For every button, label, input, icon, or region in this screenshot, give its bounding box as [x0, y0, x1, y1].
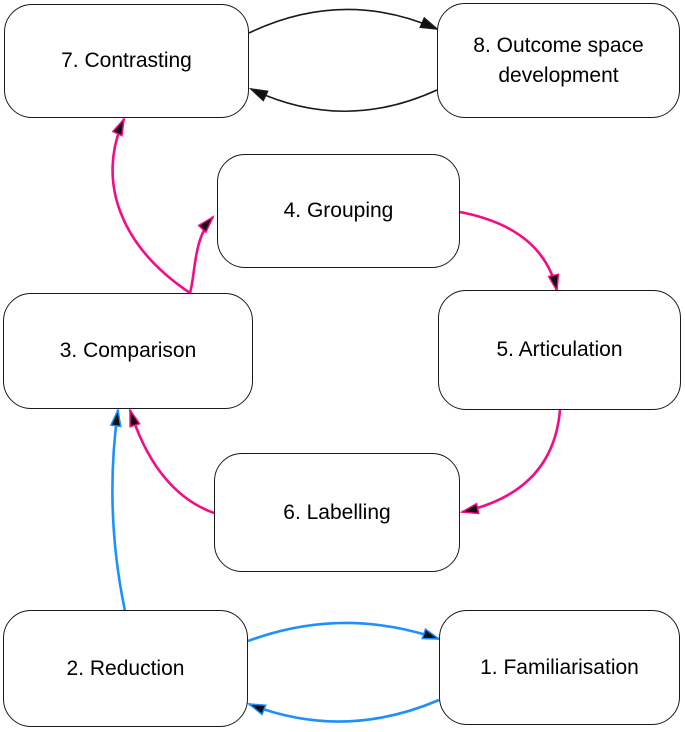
box-5-label: 5. Articulation [496, 338, 623, 362]
box-6-labelling: 6. Labelling [214, 453, 460, 572]
arrow-3-to-7 [111, 119, 191, 295]
arrow-6-to-3 [128, 410, 215, 515]
arrow-2-to-1 [247, 621, 439, 643]
box-3-comparison: 3. Comparison [3, 293, 253, 409]
arrow-5-to-6 [462, 409, 562, 512]
box-7-contrasting: 7. Contrasting [4, 4, 249, 118]
arrow-7-to-8 [248, 8, 437, 34]
box-6-label: 6. Labelling [283, 500, 391, 524]
arrow-8-to-7 [251, 89, 438, 112]
box-1-label: 1. Familiarisation [480, 655, 639, 679]
arrow-1-to-2 [249, 698, 440, 723]
box-8-label: 8. Outcome space development [473, 34, 644, 87]
box-1-familiarisation: 1. Familiarisation [439, 610, 680, 725]
box-2-label: 2. Reduction [66, 656, 185, 680]
box-3-label: 3. Comparison [59, 339, 197, 363]
box-2-reduction: 2. Reduction [3, 610, 248, 727]
arrow-3-to-4 [188, 217, 213, 294]
box-4-grouping: 4. Grouping [217, 154, 460, 268]
arrow-4-to-5 [459, 210, 557, 291]
box-5-articulation: 5. Articulation [438, 290, 681, 410]
box-4-label: 4. Grouping [283, 199, 394, 223]
box-7-label: 7. Contrasting [61, 49, 192, 73]
arrow-2-to-3 [112, 410, 127, 612]
box-8-outcome-space-development: 8. Outcome space development [437, 3, 680, 118]
